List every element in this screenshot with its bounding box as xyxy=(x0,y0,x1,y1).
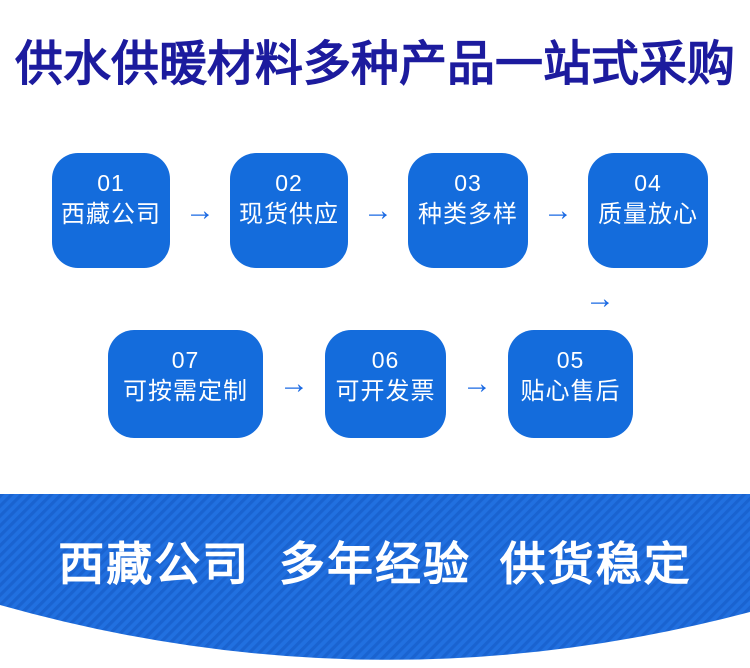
step-label: 可按需定制 xyxy=(123,378,248,405)
step-number: 05 xyxy=(556,347,585,373)
flow-row-1: 01 西藏公司 → 02 现货供应 → 03 种类多样 → 04 质量放心 xyxy=(52,153,708,268)
row-connector-arrow-icon: → xyxy=(585,282,615,315)
flow-step-03: 03 种类多样 xyxy=(408,153,528,268)
step-label: 可开发票 xyxy=(335,378,436,405)
flow-step-04: 04 质量放心 xyxy=(588,153,708,268)
step-number: 02 xyxy=(275,170,303,196)
flow-row-2: 07 可按需定制 → 06 可开发票 → 05 贴心售后 xyxy=(108,330,633,438)
arrow-right-icon: → xyxy=(543,193,573,227)
arrow-right-icon: → xyxy=(462,367,492,400)
step-number: 06 xyxy=(371,347,400,373)
step-label: 西藏公司 xyxy=(61,201,161,228)
flow-step-07: 07 可按需定制 xyxy=(108,330,263,438)
bottom-banner: 西藏公司 多年经验 供货稳定 xyxy=(0,494,750,668)
banner-slogan: 西藏公司 多年经验 供货稳定 xyxy=(58,538,692,590)
flow-step-02: 02 现货供应 xyxy=(230,153,348,268)
step-label: 种类多样 xyxy=(418,201,518,228)
flow-step-06: 06 可开发票 xyxy=(325,330,446,438)
flow-step-05: 05 贴心售后 xyxy=(508,330,633,438)
arrow-right-icon: → xyxy=(185,193,215,227)
step-label: 现货供应 xyxy=(239,201,339,228)
arrow-right-icon: → xyxy=(279,367,309,400)
banner-wave-shape xyxy=(0,494,750,660)
page-title: 供水供暖材料多种产品一站式采购 xyxy=(14,38,735,91)
step-number: 01 xyxy=(97,170,125,196)
step-number: 04 xyxy=(634,170,662,196)
step-label: 贴心售后 xyxy=(520,378,621,405)
arrow-right-icon: → xyxy=(363,193,393,227)
step-number: 03 xyxy=(454,170,482,196)
step-number: 07 xyxy=(171,347,200,373)
flow-step-01: 01 西藏公司 xyxy=(52,153,170,268)
step-label: 质量放心 xyxy=(598,201,698,228)
